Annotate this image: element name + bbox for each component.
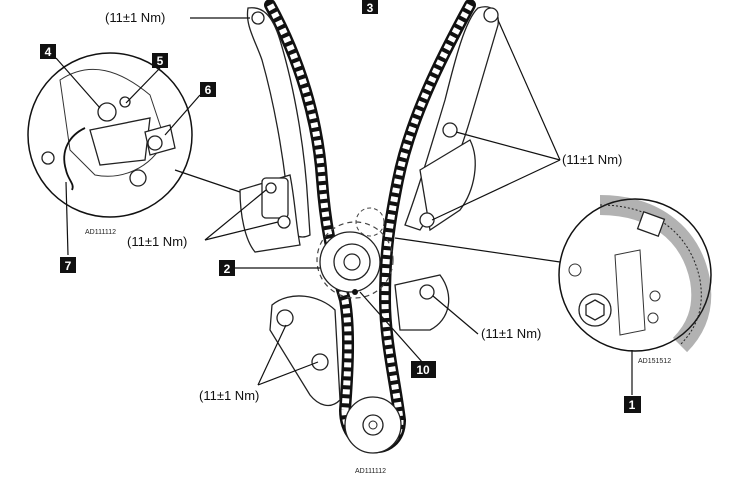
torque-label-top: (11±1 Nm) xyxy=(105,10,165,25)
inset-lock-wire xyxy=(63,127,86,191)
inset-bolt-left xyxy=(41,151,55,165)
torque-label-right-upper: (11±1 Nm) xyxy=(562,152,622,167)
inset-bolt-large xyxy=(97,102,117,122)
inset-plunger xyxy=(147,135,163,151)
torque-label-right-lower: (11±1 Nm) xyxy=(481,326,541,341)
torque-label-left-lower: (11±1 Nm) xyxy=(199,388,259,403)
callout-3: 3 xyxy=(362,0,378,15)
svg-text:3: 3 xyxy=(367,1,374,15)
callout-7: 7 xyxy=(60,257,76,273)
inset-bolt-lower xyxy=(129,169,147,187)
callout-5: 5 xyxy=(152,53,168,68)
lower-bolt-left-upper xyxy=(276,309,294,327)
code-left-inset: AD111112 xyxy=(85,229,116,236)
inset-left-pointer xyxy=(174,169,241,193)
svg-text:4: 4 xyxy=(45,45,52,59)
callout-10: 10 xyxy=(411,361,436,378)
callout-2: 2 xyxy=(219,260,235,276)
lower-guide-assembly xyxy=(269,274,450,407)
guide-bolt-right-low xyxy=(419,212,435,228)
inset-pin xyxy=(119,96,131,108)
crank-sprocket xyxy=(344,396,402,454)
svg-text:2: 2 xyxy=(224,262,231,276)
svg-text:1: 1 xyxy=(629,398,636,412)
guide-bolt-right-top xyxy=(483,7,499,23)
lower-bolt-left-lower xyxy=(311,353,329,371)
intermediate-sprocket xyxy=(316,207,394,299)
leader-lines xyxy=(55,17,633,395)
inset-right-pointer xyxy=(394,237,561,263)
tensioner-bolt-lower xyxy=(277,215,291,229)
callout-1: 1 xyxy=(624,396,641,413)
lower-bolt-right xyxy=(419,284,435,300)
code-right-inset: AD151512 xyxy=(638,358,671,365)
svg-text:10: 10 xyxy=(416,363,430,377)
right-chain-guide xyxy=(404,6,499,232)
timing-mark-plate xyxy=(636,210,666,238)
tensioner-housing xyxy=(239,174,301,253)
svg-text:5: 5 xyxy=(157,54,164,68)
callout-6: 6 xyxy=(200,82,216,97)
svg-text:7: 7 xyxy=(65,259,72,273)
code-bottom: AD111112 xyxy=(355,468,386,475)
callout-4: 4 xyxy=(40,44,56,59)
svg-text:6: 6 xyxy=(205,83,212,97)
torque-label-left-mid: (11±1 Nm) xyxy=(127,234,187,249)
left-detail-inset xyxy=(27,52,193,218)
tensioner-bolt-upper xyxy=(265,182,277,194)
guide-bolt-right-mid xyxy=(442,122,458,138)
guide-bolt-top xyxy=(251,11,265,25)
right-detail-inset xyxy=(558,195,712,353)
